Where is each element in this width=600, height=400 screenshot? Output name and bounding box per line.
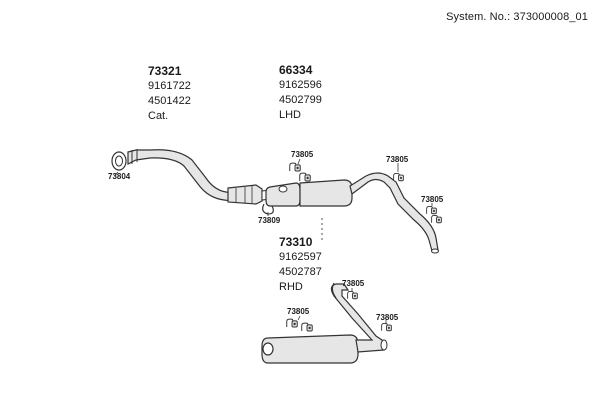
callout-hanger: 73805 — [291, 150, 314, 159]
hanger-icon — [426, 205, 437, 215]
front-pipe — [127, 149, 233, 202]
hanger-icon — [301, 322, 313, 332]
part-code: 4502799 — [279, 94, 322, 106]
hanger-icon — [431, 214, 442, 224]
callout-hanger: 73805 — [287, 307, 310, 316]
part-block-catalytic: 73321 9161722 4501422 Cat. — [148, 64, 191, 124]
part-note: RHD — [279, 281, 303, 293]
hanger-icon — [381, 322, 392, 332]
part-block-rhd: 73310 9162597 4502787 RHD — [279, 235, 322, 295]
part-code: 4502787 — [279, 266, 322, 278]
callout-hanger: 73805 — [421, 195, 444, 204]
callout-clamp: 73809 — [258, 216, 281, 225]
front-pipe-assembly — [111, 149, 271, 205]
part-block-lhd: 66334 9162596 4502799 LHD — [279, 63, 322, 123]
part-code: 9162596 — [279, 79, 322, 91]
tail-pipe — [349, 172, 439, 252]
part-code: 9161722 — [148, 80, 191, 92]
hanger-icon — [299, 172, 311, 182]
part-number: 73321 — [148, 64, 182, 78]
part-code: 9162597 — [279, 251, 322, 263]
callout-hanger: 73805 — [376, 313, 399, 322]
part-number: 66334 — [279, 63, 313, 77]
callout-hanger: 73805 — [342, 279, 365, 288]
callout-gasket: 73804 — [108, 172, 131, 181]
callout-hanger: 73805 — [386, 155, 409, 164]
part-note: LHD — [279, 109, 302, 121]
part-note: Cat. — [148, 110, 169, 122]
hanger-icon — [289, 162, 301, 172]
hanger-icon — [347, 290, 358, 300]
part-number: 73310 — [279, 235, 313, 249]
hanger-icon — [393, 172, 404, 182]
rear-assembly-lhd — [262, 172, 439, 254]
rear-assembly-rhd — [261, 282, 388, 364]
system-number: System. No.: 373000008_01 — [446, 11, 588, 23]
rear-muffler — [299, 179, 353, 207]
rhd-rear-muffler — [261, 334, 359, 364]
part-code: 4501422 — [148, 95, 191, 107]
hanger-icon — [286, 318, 298, 328]
